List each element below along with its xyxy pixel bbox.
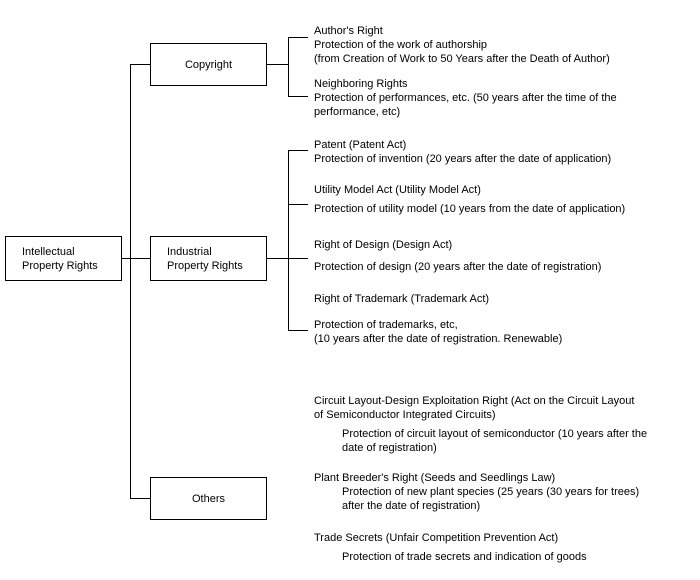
item-desc: (from Creation of Work to 50 Years after… — [314, 53, 610, 65]
item-title: Author's Right — [314, 25, 383, 37]
item-desc: Protection of the work of authorship — [314, 39, 488, 51]
connector — [288, 150, 308, 151]
item-desc: Protection of utility model (10 years fr… — [314, 203, 626, 215]
copyright-label: Copyright — [184, 58, 233, 71]
industrial-label-line2: Property Rights — [167, 259, 243, 272]
connector — [130, 498, 150, 499]
item-desc: Protection of new plant species (25 year… — [342, 486, 640, 498]
connector — [266, 64, 288, 65]
item-title: Plant Breeder's Right (Seeds and Seedlin… — [314, 472, 556, 484]
item-title: Utility Model Act (Utility Model Act) — [314, 184, 481, 196]
item-desc: performance, etc) — [314, 106, 401, 118]
item-title: Right of Design (Design Act) — [314, 239, 453, 251]
connector — [266, 258, 308, 259]
copyright-item: Author's Right Protection of the work of… — [314, 24, 610, 66]
trunk-line — [130, 64, 131, 499]
root-label-line2: Property Rights — [22, 259, 98, 272]
connector — [288, 37, 308, 38]
others-label: Others — [191, 492, 225, 505]
industrial-bracket — [288, 150, 289, 330]
others-box: Others — [150, 477, 267, 520]
item-title: of Semiconductor Integrated Circuits) — [314, 409, 496, 421]
item-title: Circuit Layout-Design Exploitation Right… — [314, 395, 635, 407]
root-label-line1: Intellectual — [22, 245, 75, 258]
copyright-bracket — [288, 37, 289, 96]
item-title: Right of Trademark (Trademark Act) — [314, 293, 490, 305]
connector — [130, 64, 150, 65]
item-title: Patent (Patent Act) — [314, 139, 407, 151]
connector — [288, 204, 308, 205]
industrial-label-line1: Industrial — [167, 245, 212, 258]
connector — [121, 258, 150, 259]
item-desc: Protection of invention (20 years after … — [314, 153, 612, 165]
item-desc: (10 years after the date of registration… — [314, 333, 563, 345]
item-title: Trade Secrets (Unfair Competition Preven… — [314, 532, 559, 544]
item-desc: date of registration) — [342, 442, 437, 454]
connector — [288, 96, 308, 97]
connector — [288, 330, 308, 331]
item-desc: Protection of trademarks, etc, — [314, 319, 458, 331]
item-desc: Protection of circuit layout of semicond… — [342, 428, 648, 440]
item-desc: after the date of registration) — [342, 500, 481, 512]
copyright-box: Copyright — [150, 43, 267, 86]
item-desc: Protection of design (20 years after the… — [314, 261, 602, 273]
copyright-item: Neighboring Rights Protection of perform… — [314, 77, 617, 119]
item-desc: Protection of trade secrets and indicati… — [342, 551, 587, 563]
item-desc: Protection of performances, etc. (50 yea… — [314, 92, 617, 104]
item-title: Neighboring Rights — [314, 78, 408, 90]
